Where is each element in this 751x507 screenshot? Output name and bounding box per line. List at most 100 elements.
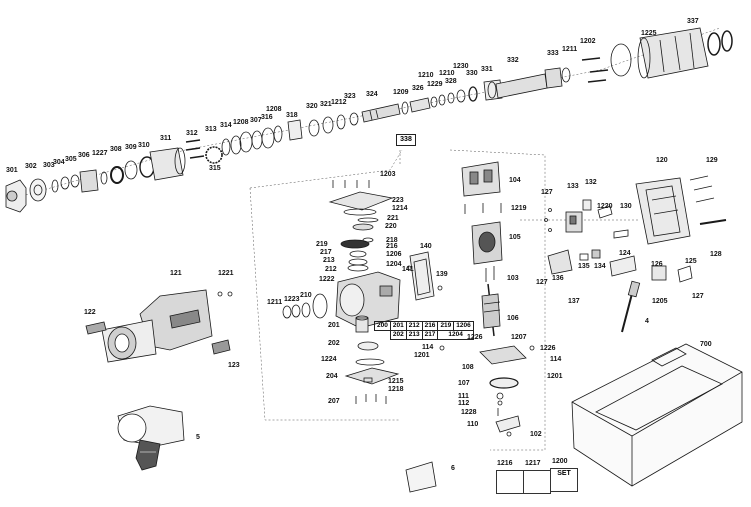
baffle-107 bbox=[489, 377, 519, 389]
label-1200: 1200 bbox=[552, 458, 568, 465]
screws-103 bbox=[485, 266, 495, 282]
label-127a: 127 bbox=[541, 189, 553, 196]
kit-cell: 200 bbox=[374, 321, 391, 331]
label-1223: 1223 bbox=[284, 296, 300, 303]
cap-123 bbox=[211, 339, 231, 355]
label-107: 107 bbox=[458, 380, 470, 387]
ring-304 bbox=[60, 176, 70, 190]
ring-1209 bbox=[401, 101, 409, 115]
label-108: 108 bbox=[462, 364, 474, 371]
label-1226b: 1226 bbox=[540, 345, 556, 352]
sleeve-1225 bbox=[610, 43, 632, 77]
label-122: 122 bbox=[84, 309, 96, 316]
shaft-326 bbox=[409, 97, 431, 113]
label-1216: 1216 bbox=[497, 460, 513, 467]
chuck-301 bbox=[5, 179, 27, 213]
ring-1208b bbox=[273, 125, 283, 143]
label-207: 207 bbox=[328, 398, 340, 405]
kit-cell: 219 bbox=[437, 321, 455, 331]
label-1208b: 1208 bbox=[233, 119, 249, 126]
ring-111 bbox=[496, 392, 504, 400]
tube-318 bbox=[287, 119, 303, 141]
label-201: 201 bbox=[328, 322, 340, 329]
label-308: 308 bbox=[110, 146, 122, 153]
part-1215 bbox=[363, 377, 373, 383]
label-1224: 1224 bbox=[321, 356, 337, 363]
label-332: 332 bbox=[507, 57, 519, 64]
label-105: 105 bbox=[509, 234, 521, 241]
label-223: 223 bbox=[392, 197, 404, 204]
label-204: 204 bbox=[326, 373, 338, 380]
set-card-1200: SET bbox=[550, 468, 578, 492]
label-1206: 1206 bbox=[386, 251, 402, 258]
label-321: 321 bbox=[320, 101, 332, 108]
label-1230: 1230 bbox=[453, 63, 469, 70]
label-314: 314 bbox=[220, 122, 232, 129]
spring-130 bbox=[613, 229, 629, 239]
label-316: 316 bbox=[261, 114, 273, 121]
part-135 bbox=[579, 253, 589, 261]
kit-cell: 201 bbox=[389, 321, 407, 331]
switch-136 bbox=[547, 249, 573, 275]
label-141: 141 bbox=[402, 266, 414, 273]
screws-129 bbox=[689, 175, 715, 203]
label-311: 311 bbox=[160, 135, 172, 142]
ring-323 bbox=[349, 112, 359, 126]
label-104: 104 bbox=[509, 177, 521, 184]
part-134 bbox=[591, 249, 601, 259]
auxiliary-handle-5 bbox=[117, 405, 185, 471]
cover-140 bbox=[409, 251, 435, 301]
label-124: 124 bbox=[619, 250, 631, 257]
ring-1208 bbox=[239, 131, 253, 153]
part-132 bbox=[582, 199, 592, 211]
ring-1229 bbox=[456, 89, 466, 103]
label-219: 219 bbox=[316, 241, 328, 248]
screws-1221 bbox=[217, 291, 233, 297]
label-1210b: 1210 bbox=[439, 70, 455, 77]
part-112 bbox=[497, 400, 503, 406]
pins-1202 bbox=[581, 57, 609, 83]
ring-210 bbox=[301, 302, 311, 318]
stator-105 bbox=[471, 221, 503, 265]
side-handle-121 bbox=[101, 289, 213, 363]
label-127c: 127 bbox=[692, 293, 704, 300]
ring-1211b bbox=[282, 305, 292, 319]
handle-housing-120 bbox=[635, 177, 691, 245]
label-302: 302 bbox=[25, 163, 37, 170]
label-1207: 1207 bbox=[511, 334, 527, 341]
cylinder-332 bbox=[495, 73, 548, 99]
screw-141 bbox=[406, 265, 412, 271]
gasket-1211 bbox=[312, 293, 328, 319]
label-218: 218 bbox=[386, 237, 398, 244]
label-129: 129 bbox=[706, 157, 718, 164]
label-139: 139 bbox=[436, 271, 448, 278]
ring-309 bbox=[124, 160, 138, 180]
washer-1227 bbox=[100, 171, 108, 185]
label-123: 123 bbox=[228, 362, 240, 369]
grease-cartridge-card-1217 bbox=[523, 470, 551, 494]
label-315: 315 bbox=[209, 165, 221, 172]
label-120: 120 bbox=[656, 157, 668, 164]
label-136: 136 bbox=[552, 275, 564, 282]
label-305: 305 bbox=[65, 156, 77, 163]
label-102: 102 bbox=[530, 431, 542, 438]
label-221: 221 bbox=[387, 215, 399, 222]
label-700: 700 bbox=[700, 341, 712, 348]
label-1220: 1220 bbox=[597, 203, 613, 210]
label-114a: 114 bbox=[422, 344, 434, 351]
label-323: 323 bbox=[344, 93, 356, 100]
label-110: 110 bbox=[467, 421, 479, 428]
kit-cell: 1204 bbox=[437, 330, 474, 340]
gear-220 bbox=[352, 223, 374, 231]
carrying-case-700 bbox=[571, 343, 743, 487]
label-1211b: 1211 bbox=[267, 299, 283, 306]
gasket-1224 bbox=[355, 358, 385, 366]
label-130: 130 bbox=[620, 203, 632, 210]
ring-1210 bbox=[430, 96, 438, 108]
grease-cartridge-card-1216 bbox=[496, 470, 524, 494]
label-301: 301 bbox=[6, 167, 18, 174]
label-1219: 1219 bbox=[511, 205, 527, 212]
gasket-1214 bbox=[343, 208, 377, 216]
